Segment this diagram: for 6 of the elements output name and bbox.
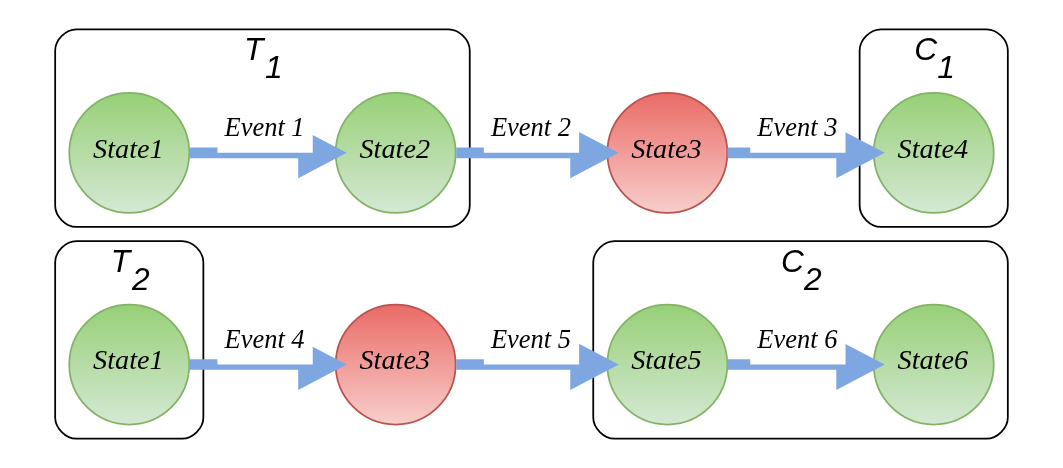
edge-label: Event 1: [224, 112, 305, 143]
edge-label: Event 2: [490, 112, 571, 143]
edge-label: Event 3: [757, 112, 838, 143]
edge-label: Event 5: [490, 323, 571, 354]
edge-label: Event 6: [757, 323, 838, 354]
edge-label: Event 4: [224, 323, 305, 354]
